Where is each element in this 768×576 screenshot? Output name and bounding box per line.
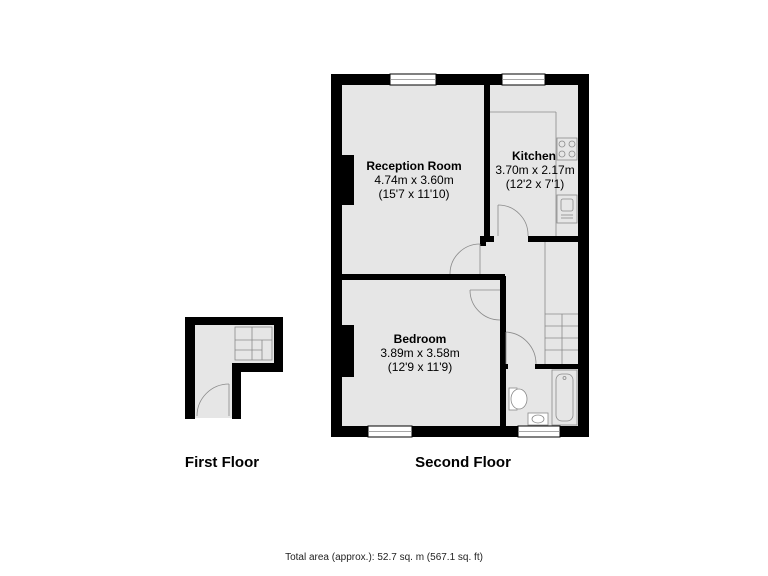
wall-bathroom-stub	[500, 364, 508, 369]
room-name: Reception Room	[366, 159, 461, 173]
second-floor-area	[342, 84, 579, 426]
chimney-breast	[342, 325, 354, 377]
stairs-icon	[234, 326, 273, 361]
room-name: Kitchen	[512, 149, 556, 163]
floor-label-second: Second Floor	[415, 454, 511, 471]
room-dimensions-imperial: (15'7 x 11'10)	[378, 187, 449, 201]
toilet-icon	[508, 387, 528, 411]
door-swing-icon	[469, 289, 501, 321]
wall-bedroom-hall	[500, 276, 506, 426]
room-dimensions-imperial: (12'9 x 11'9)	[388, 360, 452, 374]
wall	[185, 317, 195, 419]
stairs-icon	[544, 242, 578, 364]
second-floor-plan	[331, 73, 589, 438]
basin-icon	[527, 412, 549, 426]
sink-icon	[556, 194, 578, 224]
window-icon	[517, 425, 561, 438]
wall	[185, 317, 283, 325]
wall-kitchen-bottom	[528, 236, 578, 242]
wall-bathroom-top	[535, 364, 578, 369]
bathtub-icon	[551, 369, 578, 426]
wall-right	[578, 74, 589, 437]
window-icon	[367, 425, 413, 438]
room-dimensions-metric: 3.89m x 3.58m	[380, 346, 459, 360]
room-dimensions-imperial: (12'2 x 7'1)	[506, 177, 565, 191]
wall-hall-stub	[480, 236, 486, 246]
wall-kitchen-hall	[484, 236, 494, 242]
first-floor-plan	[185, 317, 283, 419]
wall-reception-bedroom	[342, 274, 483, 280]
hob-icon	[556, 137, 578, 161]
room-dimensions-metric: 3.70m x 2.17m	[495, 163, 574, 177]
room-name: Bedroom	[394, 332, 447, 346]
wall	[232, 363, 241, 419]
wall-top	[331, 74, 589, 85]
room-dimensions-metric: 4.74m x 3.60m	[374, 173, 453, 187]
total-area-note: Total area (approx.): 52.7 sq. m (567.1 …	[285, 552, 483, 563]
wall	[274, 317, 283, 372]
wall-bottom	[331, 426, 589, 437]
window-icon	[389, 73, 437, 86]
wall	[232, 363, 283, 372]
wall-reception-bedroom-stub	[480, 274, 505, 280]
kitchen-worktop	[490, 111, 557, 236]
floor-label-first: First Floor	[185, 454, 259, 471]
room-label-kitchen: Kitchen 3.70m x 2.17m (12'2 x 7'1)	[495, 149, 574, 191]
wall-reception-kitchen	[484, 84, 490, 236]
window-icon	[501, 73, 546, 86]
room-label-bedroom: Bedroom 3.89m x 3.58m (12'9 x 11'9)	[380, 332, 459, 374]
door-swing-icon	[497, 204, 529, 237]
chimney-breast	[342, 155, 354, 205]
room-label-reception: Reception Room 4.74m x 3.60m (15'7 x 11'…	[366, 159, 461, 201]
door-swing-icon	[196, 383, 230, 417]
wall-left	[331, 74, 342, 437]
door-swing-icon	[449, 243, 481, 275]
door-swing-icon	[505, 331, 537, 365]
